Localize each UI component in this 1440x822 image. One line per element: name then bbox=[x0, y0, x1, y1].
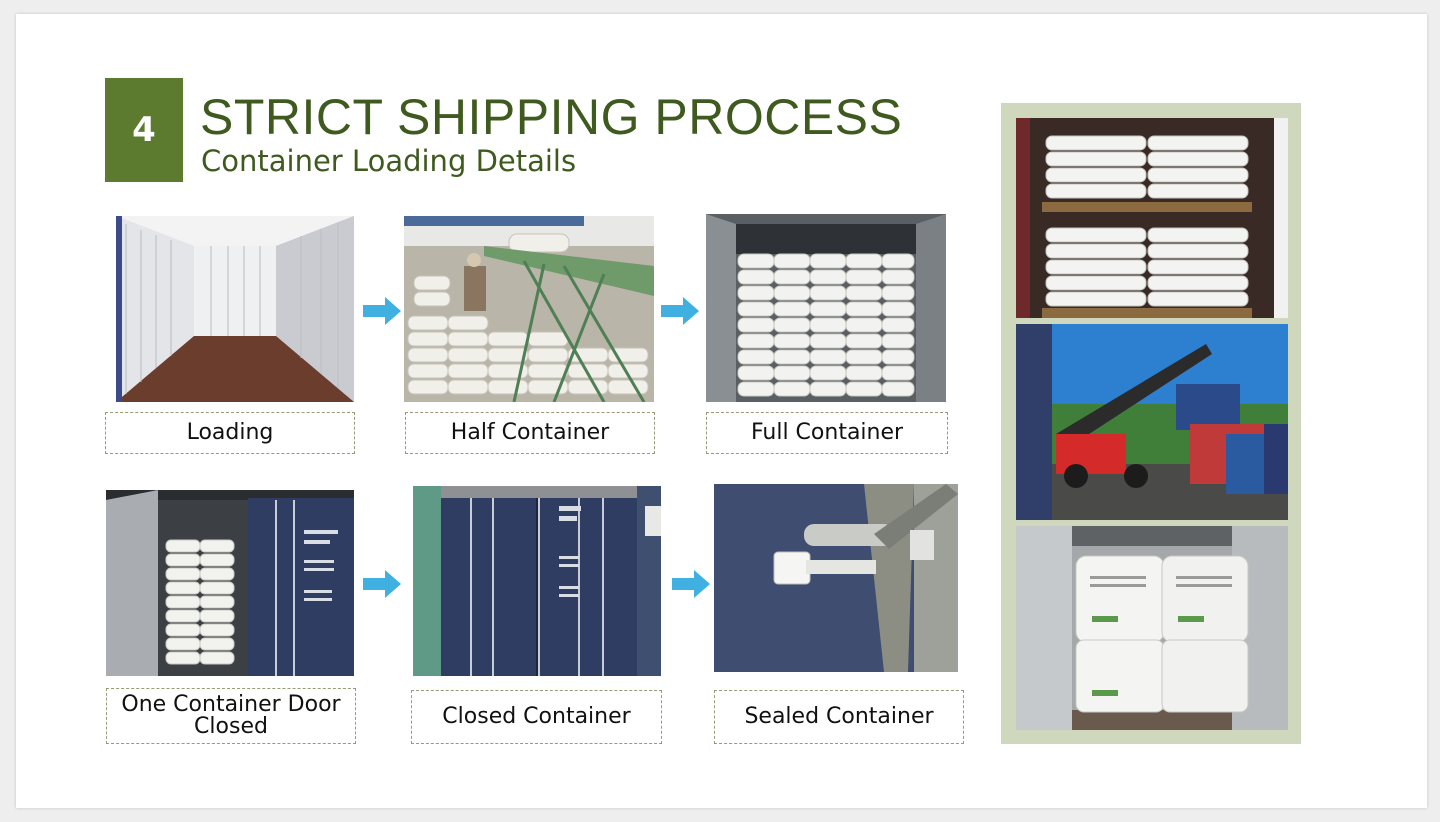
photo-bulk-bags-container bbox=[1016, 526, 1288, 730]
caption-one-container-door-closed: One Container Door Closed bbox=[106, 688, 356, 744]
caption-full-container: Full Container bbox=[706, 412, 948, 454]
photo-reach-stacker-yard bbox=[1016, 324, 1288, 520]
page-title: STRICT SHIPPING PROCESS bbox=[200, 89, 903, 145]
page-subtitle: Container Loading Details bbox=[201, 144, 577, 178]
arrow-right-icon bbox=[363, 570, 401, 598]
photo-half-container bbox=[404, 216, 654, 402]
arrow-right-icon bbox=[672, 570, 710, 598]
step-number-badge: 4 bbox=[105, 78, 183, 182]
arrow-right-icon bbox=[661, 297, 699, 325]
arrow-right-icon bbox=[363, 297, 401, 325]
photo-stacked-bags-pallets bbox=[1016, 118, 1288, 318]
photo-one-door-closed bbox=[106, 490, 354, 676]
caption-half-container: Half Container bbox=[405, 412, 655, 454]
photo-full-container bbox=[706, 214, 946, 402]
photo-closed-container bbox=[413, 486, 661, 676]
photo-sealed-container bbox=[714, 484, 958, 672]
photo-empty-container bbox=[116, 216, 354, 402]
caption-sealed-container: Sealed Container bbox=[714, 690, 964, 744]
caption-closed-container: Closed Container bbox=[411, 690, 662, 744]
caption-loading: Loading bbox=[105, 412, 355, 454]
